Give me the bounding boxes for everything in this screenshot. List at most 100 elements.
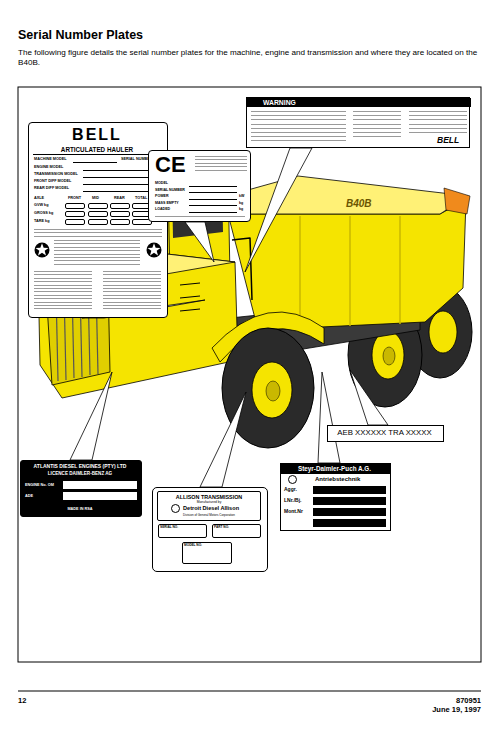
fine-print — [353, 132, 401, 133]
hauler-truck — [180, 283, 200, 311]
plate-field-box — [88, 211, 108, 218]
fine-print — [34, 236, 162, 237]
plate-text: ARTICULATED HAULER — [29, 146, 165, 153]
serial-plate: ALLISON TRANSMISSIONManufactured byDetro… — [152, 487, 268, 572]
plate-text: SERIAL NUMBER — [155, 188, 185, 192]
star-emblem — [148, 243, 161, 255]
plate-text: MACHINE MODEL — [34, 157, 66, 161]
fine-print — [353, 136, 401, 137]
fine-print — [34, 308, 92, 309]
plate-field — [189, 212, 237, 213]
plate-field — [189, 205, 237, 206]
hauler-truck — [444, 188, 470, 214]
fine-print — [103, 285, 161, 286]
page-number: 12 — [18, 697, 26, 706]
fine-print — [103, 291, 161, 292]
leader-wedges — [185, 222, 214, 262]
plate-field — [63, 481, 137, 489]
hauler-truck — [180, 296, 200, 298]
fine-print — [195, 166, 247, 167]
plate-text: SERIAL NO. — [160, 526, 178, 530]
plate-text: FRONT DIFF MODEL — [34, 179, 71, 183]
plate-text: REAR — [114, 196, 125, 200]
fine-print — [34, 295, 92, 296]
plate-field — [313, 519, 386, 527]
plate-text: FRONT — [68, 196, 81, 200]
page-title: Serial Number Plates — [18, 28, 143, 42]
plate-field — [313, 497, 386, 505]
hauler-truck — [232, 238, 252, 300]
fine-print — [353, 111, 401, 112]
fine-print — [54, 247, 140, 248]
plate-field-box — [110, 219, 130, 226]
serial-plate: Steyr-Daimler-Puch A.G.AntriebstechnikAg… — [280, 463, 391, 531]
hauler-truck — [180, 283, 200, 285]
plate-field — [313, 486, 386, 494]
plate-text: ATLANTIS DIESEL ENGINES (PTY) LTD — [21, 464, 139, 470]
hauler-truck — [383, 347, 395, 365]
plate-text: ADE — [25, 494, 33, 498]
plate-text: kg — [239, 207, 243, 211]
hauler-truck — [252, 362, 292, 418]
fine-print — [251, 119, 346, 120]
plate-field — [63, 492, 137, 500]
fine-print — [34, 285, 92, 286]
fine-print — [251, 128, 346, 129]
plate-text: PART NO. — [214, 526, 229, 530]
plate-text: kW — [239, 194, 244, 198]
plate-field — [33, 154, 163, 155]
document-date: June 19, 1997 — [432, 706, 481, 715]
fine-print — [409, 132, 467, 133]
intro-text: The following figure details the serial … — [18, 48, 481, 68]
plate-text: GROSS kg — [34, 211, 53, 215]
fine-print — [54, 264, 140, 265]
star-emblem — [146, 242, 162, 258]
fine-print — [103, 278, 161, 279]
plate-text: LICENCE DAIMLER-BENZ AG — [21, 471, 139, 476]
leader-wedges — [318, 372, 340, 463]
hauler-truck — [266, 381, 280, 401]
plate-text: WARNING — [263, 99, 296, 107]
model-decal: B40B — [346, 198, 372, 210]
plate-text: Antriebstechnik — [315, 476, 360, 483]
fine-print — [34, 288, 92, 289]
leader-wedges — [350, 370, 388, 425]
fine-print — [409, 124, 467, 125]
plate-text: Division of General Motors Corporation — [153, 514, 265, 517]
fine-print — [353, 119, 401, 120]
plate-text: MASS EMPTY — [155, 201, 179, 205]
plate-text: MID — [92, 196, 99, 200]
plate-field — [189, 186, 237, 187]
plate-field — [313, 508, 386, 516]
hauler-truck — [349, 216, 351, 326]
fine-print — [353, 124, 401, 125]
plate-text: GVW kg — [34, 203, 49, 207]
fine-print — [251, 124, 346, 125]
plate-text: TRANSMISSION MODEL — [34, 172, 78, 176]
star-emblem — [34, 242, 50, 258]
fine-print — [409, 111, 467, 112]
star-emblem — [147, 243, 162, 258]
fine-print — [54, 250, 140, 251]
plate-text: ENGINE MODEL — [34, 165, 63, 169]
fine-print — [34, 302, 92, 303]
plate-text: AEB XXXXXX TRA XXXXX — [328, 429, 441, 438]
plate-field-box — [65, 203, 85, 210]
document-number: 870951 — [456, 697, 481, 706]
plate-field — [189, 192, 237, 193]
fine-print — [409, 119, 467, 120]
serial-plate: CEMODELSERIAL NUMBERPOWERMASS EMPTYLOADE… — [148, 150, 251, 222]
plate-text: LOADED — [155, 207, 170, 211]
plate-field-box — [110, 203, 130, 210]
fine-print — [34, 305, 92, 306]
fine-print — [103, 305, 161, 306]
fine-print — [409, 115, 467, 116]
fine-print — [103, 288, 161, 289]
plate-text: Manufactured by — [153, 501, 265, 505]
fine-print — [54, 254, 140, 255]
fine-print — [195, 163, 247, 164]
leader-wedges — [70, 372, 112, 460]
plate-field-box — [65, 219, 85, 226]
plate-text: MADE IN RSA — [21, 507, 139, 511]
serial-plate: WARNINGBELL — [246, 97, 470, 148]
